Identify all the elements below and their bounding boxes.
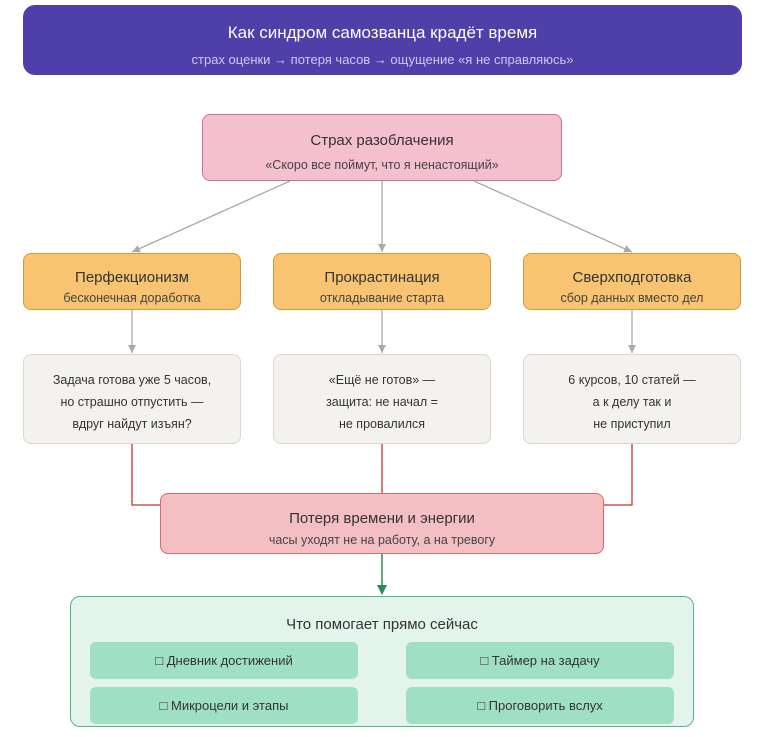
branch-procrastination: Прокрастинация откладывание старта (273, 253, 491, 310)
fear-title: Страх разоблачения (310, 132, 454, 149)
branch-subtitle: откладывание старта (319, 291, 445, 305)
note-line: «Ещё не готов» — (328, 373, 436, 387)
note-perfectionism: Задача готова уже 5 часов, но страшно от… (23, 354, 241, 444)
branch-title: Перфекционизм (75, 269, 189, 286)
line-note3-to-loss (604, 444, 633, 506)
note-line: Задача готова уже 5 часов, (52, 373, 212, 387)
note-line: защита: не начал = (326, 395, 438, 409)
help-item-achievement-diary: □ Дневник достижений (90, 642, 358, 679)
note-line: не провалился (338, 417, 426, 431)
help-item-speak-aloud: □ Проговорить вслух (406, 687, 674, 724)
arrow-fear-to-overpreparation (473, 180, 633, 253)
branch-perfectionism: Перфекционизм бесконечная доработка (23, 253, 241, 310)
note-line: не приступил (593, 417, 671, 431)
note-overpreparation: 6 курсов, 10 статей — а к делу так и не … (523, 354, 741, 444)
help-title: Что помогает прямо сейчас (286, 616, 478, 633)
note-line: вдруг найдут изъян? (72, 417, 192, 431)
branch-subtitle: сбор данных вместо дел (560, 291, 704, 305)
fear-quote: «Скоро все поймут, что я ненастоящий» (265, 158, 499, 172)
note-line: 6 курсов, 10 статей — (568, 373, 696, 387)
branch-title: Сверхподготовка (572, 269, 692, 286)
note-line: но страшно отпустить — (60, 395, 204, 409)
note-line: а к делу так и (592, 395, 672, 409)
header-banner: Как синдром самозванца крадёт время стра… (23, 5, 742, 75)
loss-subtitle: часы уходят не на работу, а на тревогу (268, 533, 496, 547)
branch-overpreparation: Сверхподготовка сбор данных вместо дел (523, 253, 741, 310)
branch-subtitle: бесконечная доработка (63, 291, 201, 305)
branch-title: Прокрастинация (324, 269, 440, 286)
line-note1-to-loss (131, 444, 160, 506)
note-procrastination: «Ещё не готов» — защита: не начал = не п… (273, 354, 491, 444)
help-panel: Что помогает прямо сейчас □ Дневник дост… (70, 596, 694, 727)
diagram-title: Как синдром самозванца крадёт время (227, 23, 538, 42)
arrow-fear-to-perfectionism (131, 180, 291, 253)
fear-node: Страх разоблачения «Скоро все поймут, чт… (202, 114, 562, 181)
diagram-subtitle: страх оценки → потеря часов → ощущение «… (191, 52, 574, 67)
help-item-micro-goals: □ Микроцели и этапы (90, 687, 358, 724)
loss-title: Потеря времени и энергии (289, 510, 475, 527)
help-item-task-timer: □ Таймер на задачу (406, 642, 674, 679)
loss-node: Потеря времени и энергии часы уходят не … (160, 493, 604, 554)
